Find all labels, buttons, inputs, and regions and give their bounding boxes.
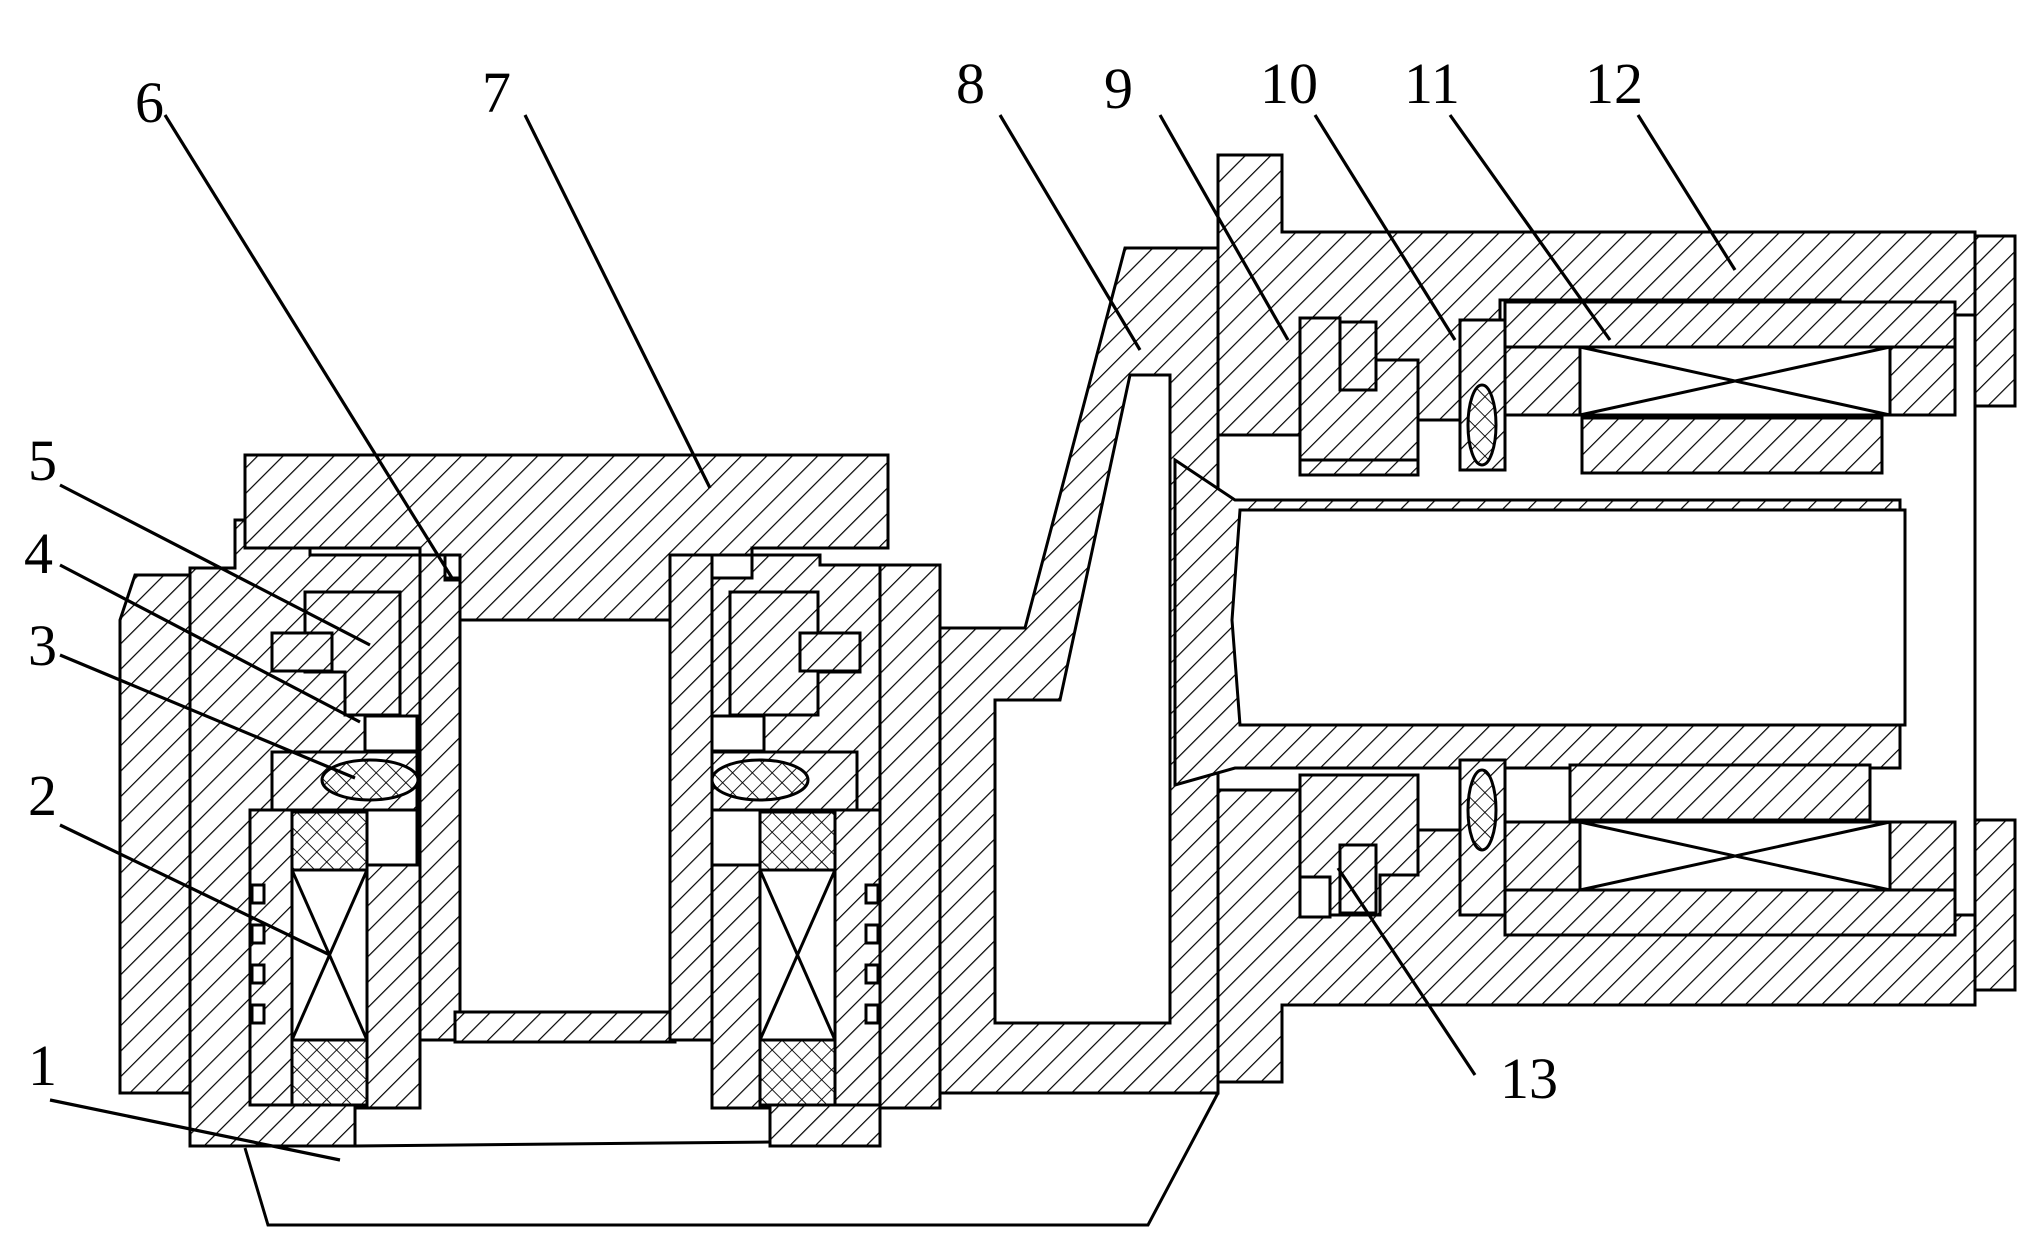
label-3: 3 — [28, 613, 57, 678]
upper-coil-right-end — [1888, 345, 1957, 417]
leader-6 — [163, 114, 454, 579]
label-6: 6 — [135, 70, 164, 135]
lower-coil-right-end — [1888, 820, 1957, 892]
lower-coil-left-end — [1503, 820, 1582, 892]
base-bottom-line — [354, 1140, 771, 1148]
right-seal-ring — [710, 758, 810, 802]
upper-coil-sleeve — [1503, 300, 1957, 349]
bearing-upper-ball — [1338, 320, 1378, 392]
ring-upper-oring — [1466, 383, 1498, 467]
leader-1 — [49, 1098, 341, 1162]
label-10: 10 — [1260, 51, 1318, 116]
right-outer-housing — [878, 563, 942, 1110]
leader-10 — [1313, 114, 1457, 341]
left-coil-top-pad — [290, 810, 369, 872]
upper-coil-left-end — [1503, 345, 1582, 417]
lower-inner-ring — [1568, 763, 1872, 822]
upper-coil-x2 — [1579, 345, 1891, 417]
leader-8 — [998, 114, 1142, 351]
leader-5 — [59, 483, 371, 647]
label-8: 8 — [956, 51, 985, 116]
right-gap-block — [710, 714, 766, 753]
left-seal-ring — [320, 758, 420, 802]
leader-13 — [1336, 867, 1477, 1076]
label-9: 9 — [1104, 56, 1133, 121]
ring-lower-oring — [1466, 768, 1498, 852]
label-4: 4 — [24, 521, 53, 586]
leader-4 — [59, 563, 361, 724]
right-cap-key — [798, 631, 862, 673]
left-central-bore — [458, 618, 672, 1014]
leader-7 — [523, 114, 712, 489]
label-13: 13 — [1500, 1046, 1558, 1111]
right-slot-marks — [864, 883, 880, 1025]
left-cap-key — [270, 631, 334, 673]
end-cap-bottom — [1973, 818, 2017, 992]
left-inner-sleeve — [418, 553, 462, 1042]
label-7: 7 — [482, 60, 511, 125]
label-1: 1 — [28, 1033, 57, 1098]
lower-coil-x2 — [1579, 820, 1891, 892]
leader-lines — [49, 114, 1737, 1162]
left-gap-block — [363, 714, 419, 753]
right-coil-spacer — [710, 808, 762, 867]
leader-3 — [59, 653, 356, 780]
bracket-inner-cavity — [993, 373, 1172, 1025]
right-inner-sleeve — [668, 553, 714, 1042]
upper-inner-ring — [1580, 416, 1884, 475]
right-coil-x2 — [758, 869, 837, 1041]
right-coil-bottom-pad — [758, 1038, 837, 1107]
leader-9 — [1158, 114, 1290, 341]
lower-coil-sleeve — [1503, 888, 1957, 937]
label-2: 2 — [28, 763, 57, 828]
leader-11 — [1448, 114, 1612, 341]
end-cap-top — [1973, 234, 2017, 408]
label-5: 5 — [28, 428, 57, 493]
base-outline — [243, 1092, 1220, 1227]
left-slot-marks — [250, 883, 266, 1025]
left-bottom-plate — [453, 1010, 677, 1044]
bearing-lower-gap — [1298, 875, 1332, 919]
part-labels: 1 2 3 4 5 6 7 8 9 10 11 12 13 — [24, 51, 1643, 1111]
shaft-bore — [1230, 508, 1907, 727]
left-coil-bottom-pad — [290, 1038, 369, 1107]
label-11: 11 — [1404, 51, 1460, 116]
leader-12 — [1636, 114, 1737, 271]
leader-2 — [59, 823, 331, 957]
left-outer-housing — [118, 573, 192, 1095]
left-coil-spacer — [365, 808, 419, 867]
right-coil-top-pad — [758, 810, 837, 872]
label-12: 12 — [1585, 51, 1643, 116]
